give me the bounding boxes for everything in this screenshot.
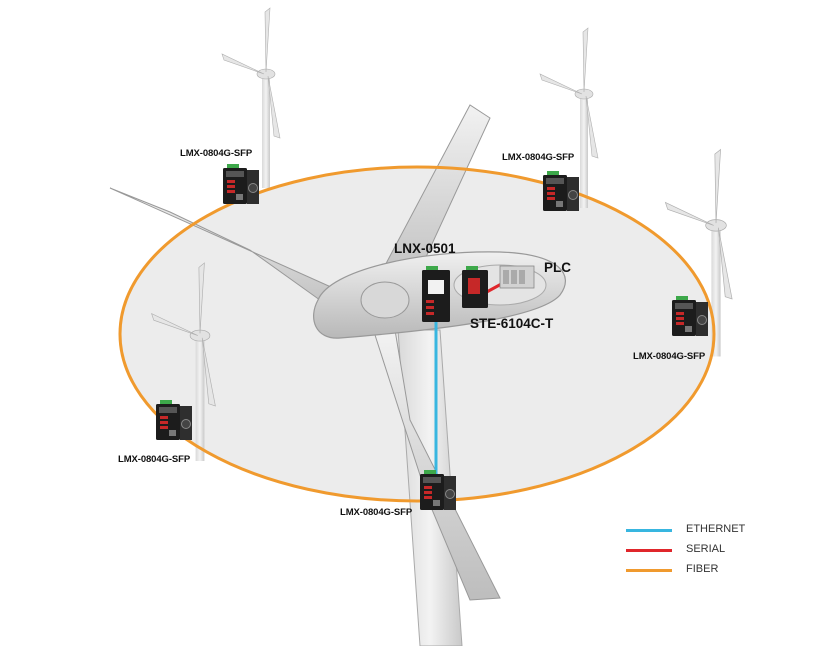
lmx-device-top-right <box>542 170 580 212</box>
lnx-0501-switch <box>422 266 450 322</box>
legend-label-ethernet: ETHERNET <box>686 523 746 535</box>
turbine-top-left <box>221 7 281 189</box>
legend-line-fiber <box>626 569 672 572</box>
plc-unit <box>499 265 535 289</box>
legend-label-fiber: FIBER <box>686 563 719 575</box>
lmx-device-right <box>671 295 709 337</box>
label-top-right-device: LMX-0804G-SFP <box>502 152 575 163</box>
fiber-ring <box>118 165 716 503</box>
lmx-device-top-left <box>222 163 260 205</box>
rotor-hub <box>360 281 410 319</box>
legend-line-ethernet <box>626 529 672 532</box>
label-left-device: LMX-0804G-SFP <box>118 454 191 465</box>
label-right-device: LMX-0804G-SFP <box>633 351 706 362</box>
lmx-device-left <box>155 399 193 441</box>
lmx-device-bottom <box>419 469 457 511</box>
legend-line-serial <box>626 549 672 552</box>
label-bottom-device: LMX-0804G-SFP <box>340 507 413 518</box>
label-top-left-device: LMX-0804G-SFP <box>180 148 253 159</box>
ste-6104c-t-converter <box>462 266 488 308</box>
label-lnx-0501: LNX-0501 <box>394 241 456 256</box>
label-ste-6104c-t: STE-6104C-T <box>470 316 554 331</box>
label-plc: PLC <box>544 260 571 275</box>
legend-label-serial: SERIAL <box>686 543 726 555</box>
